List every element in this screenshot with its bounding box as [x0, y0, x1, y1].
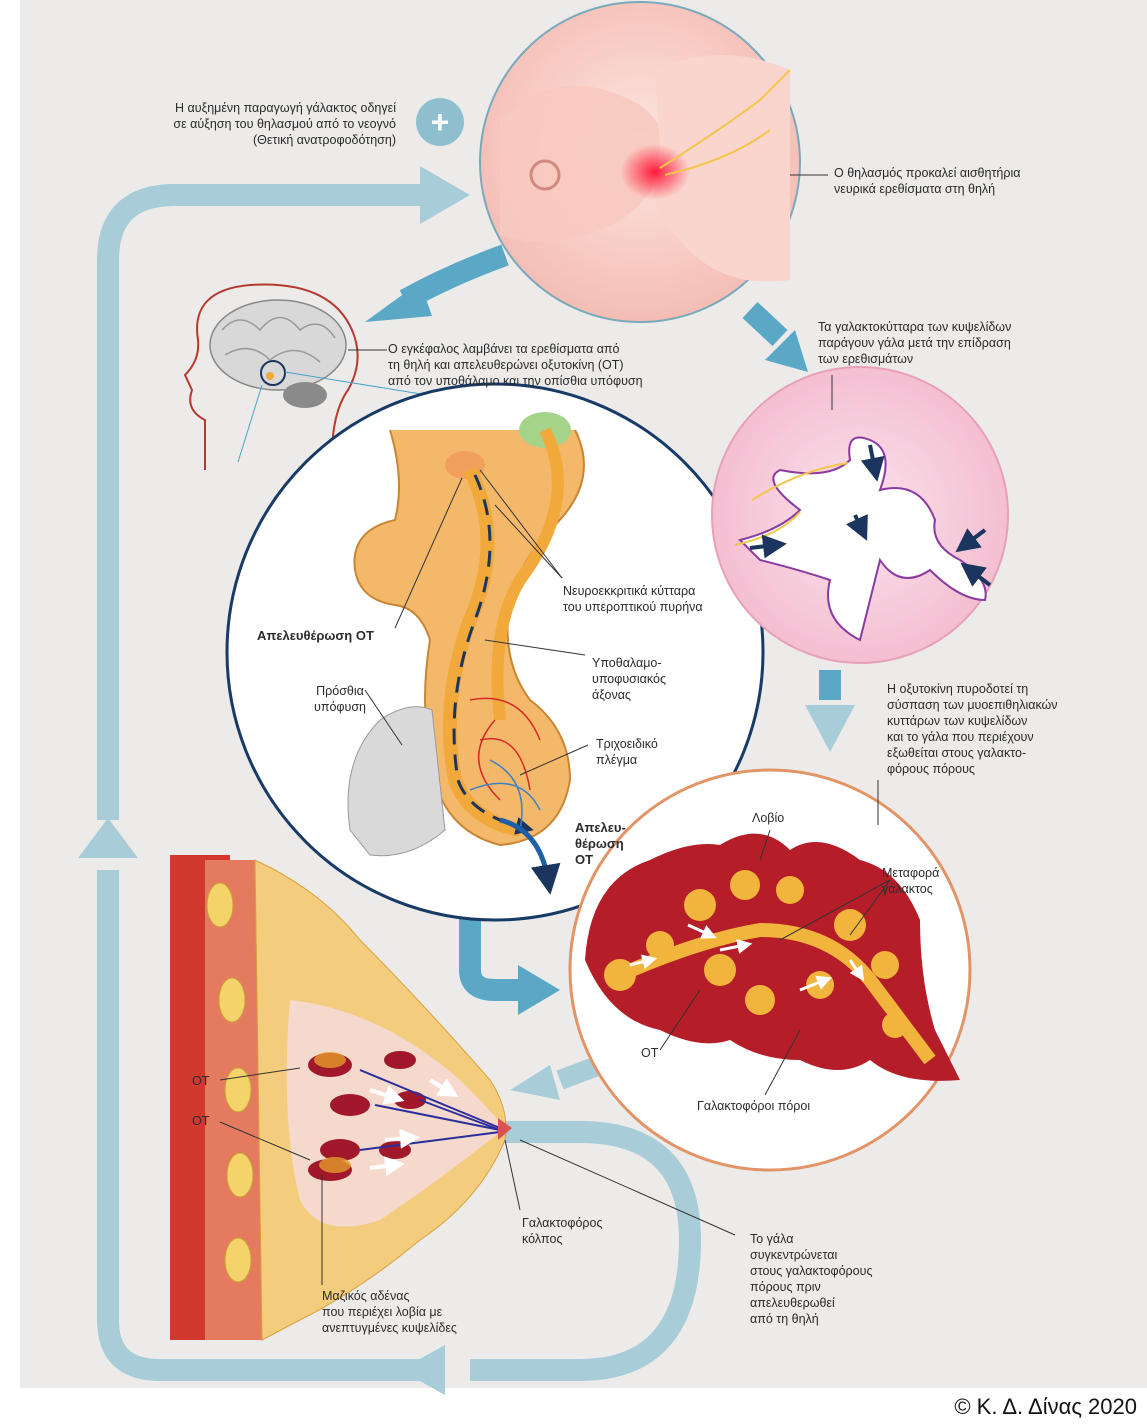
arrowhead-to-brain — [365, 282, 432, 322]
positive-feedback-label: Η αυξημένη παραγωγή γάλακτος οδηγεί σε α… — [118, 100, 396, 148]
lactiferous-sinus-label: Γαλακτοφόρος κόλπος — [522, 1215, 632, 1247]
arrowhead-to-breast — [510, 1065, 560, 1100]
milk-transport-label: Μεταφορά γάλακτος — [882, 865, 972, 897]
alveolus-detail — [712, 367, 1008, 663]
oxytocin-contraction-label: Η οξυτοκίνη πυροδοτεί τη σύσπαση των μυο… — [887, 681, 1097, 777]
ot-lobule-label: ΟΤ — [641, 1045, 681, 1061]
suckling-label: Ο θηλασμός προκαλεί αισθητήρια νευρικά ε… — [834, 165, 1094, 197]
release-ot-label: Απελευθέρωση ΟΤ — [257, 628, 397, 644]
milk-ducts-label: Γαλακτοφόροι πόροι — [697, 1098, 857, 1114]
loop-arrowhead-right — [420, 166, 470, 224]
ot-label-1: ΟΤ — [192, 1073, 232, 1089]
lobule-label: Λοβίο — [752, 810, 812, 826]
nursing-illustration — [480, 2, 800, 322]
plus-circle-icon: + — [416, 98, 464, 146]
plus-symbol: + — [431, 104, 450, 140]
hypothalamic-axis-label: Υποθαλαμο- υποφυσιακός άξονας — [592, 655, 712, 703]
release-ot-2-label: Απελευ- θέρωση ΟΤ — [575, 820, 645, 868]
arrowhead-to-lobule-2 — [518, 965, 560, 1015]
anterior-pituitary-label: Πρόσθια υπόφυση — [285, 683, 395, 715]
copyright-text: © Κ. Δ. Δίνας 2020 — [954, 1394, 1137, 1420]
brain-label: Ο εγκέφαλος λαμβάνει τα ερεθίσματα από τ… — [388, 341, 708, 389]
loop-arrowhead-up — [78, 818, 138, 858]
loop-arrowhead-left-bottom — [400, 1345, 445, 1395]
milk-collects-label: Το γάλα συγκεντρώνεται στους γαλακτοφόρο… — [750, 1231, 920, 1327]
mammary-gland-label: Μαζικός αδένας που περιέχει λοβία με ανε… — [322, 1288, 522, 1336]
arrowhead-to-lobule — [805, 705, 855, 752]
ot-label-2: ΟΤ — [192, 1113, 232, 1129]
alveoli-label: Τα γαλακτοκύτταρα των κυψελίδων παράγουν… — [818, 319, 1108, 367]
neurosecretory-label: Νευροεκκριτικά κύτταρα του υπεροπτικού π… — [563, 583, 753, 615]
capillary-label: Τριχοειδικό πλέγμα — [596, 736, 696, 768]
